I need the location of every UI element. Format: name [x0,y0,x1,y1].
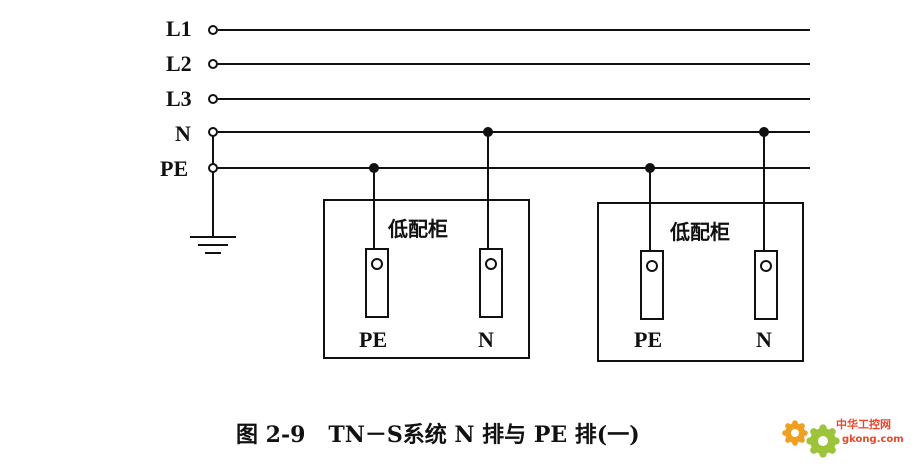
terminal-l3 [208,94,218,104]
label-l2: L2 [166,51,192,76]
ground-symbol [190,236,236,254]
watermark-line2: gkong.com [842,434,904,445]
cabinet-2-pe-label: PE [634,327,662,352]
cabinet-2-n-bolt [760,260,772,272]
cabinet-1-pe-junction [369,163,379,173]
label-pe: PE [160,156,188,181]
gear-icon [810,428,836,454]
cabinet-2-n-label: N [756,327,772,352]
gear-icon [785,423,805,443]
cabinet-1-pe-bolt [371,258,383,270]
watermark-line1: 中华工控网 [836,417,891,431]
terminal-n [208,127,218,137]
cabinet-2-title: 低配柜 [669,220,730,244]
figure-caption: 图 2-9 TN－S系统 N 排与 PE 排(一) [236,422,640,448]
terminal-l2 [208,59,218,69]
cabinet-1-title: 低配柜 [387,217,448,241]
cabinet-1-pe-label: PE [359,327,387,352]
cabinet-1: 低配柜 PE N [323,127,530,359]
label-l3: L3 [166,86,192,111]
cabinet-1-n-label: N [478,327,494,352]
terminal-l1 [208,25,218,35]
cabinet-2-pe-junction [645,163,655,173]
cabinet-1-n-junction [483,127,493,137]
label-l1: L1 [166,16,192,41]
cabinet-2-pe-bolt [646,260,658,272]
cabinet-2-n-junction [759,127,769,137]
cabinet-1-n-bolt [485,258,497,270]
watermark-logo: 中华工控网 gkong.com [785,417,904,454]
cabinet-2: 低配柜 PE N [597,127,804,362]
label-n: N [175,121,191,146]
terminal-pe [208,163,218,173]
